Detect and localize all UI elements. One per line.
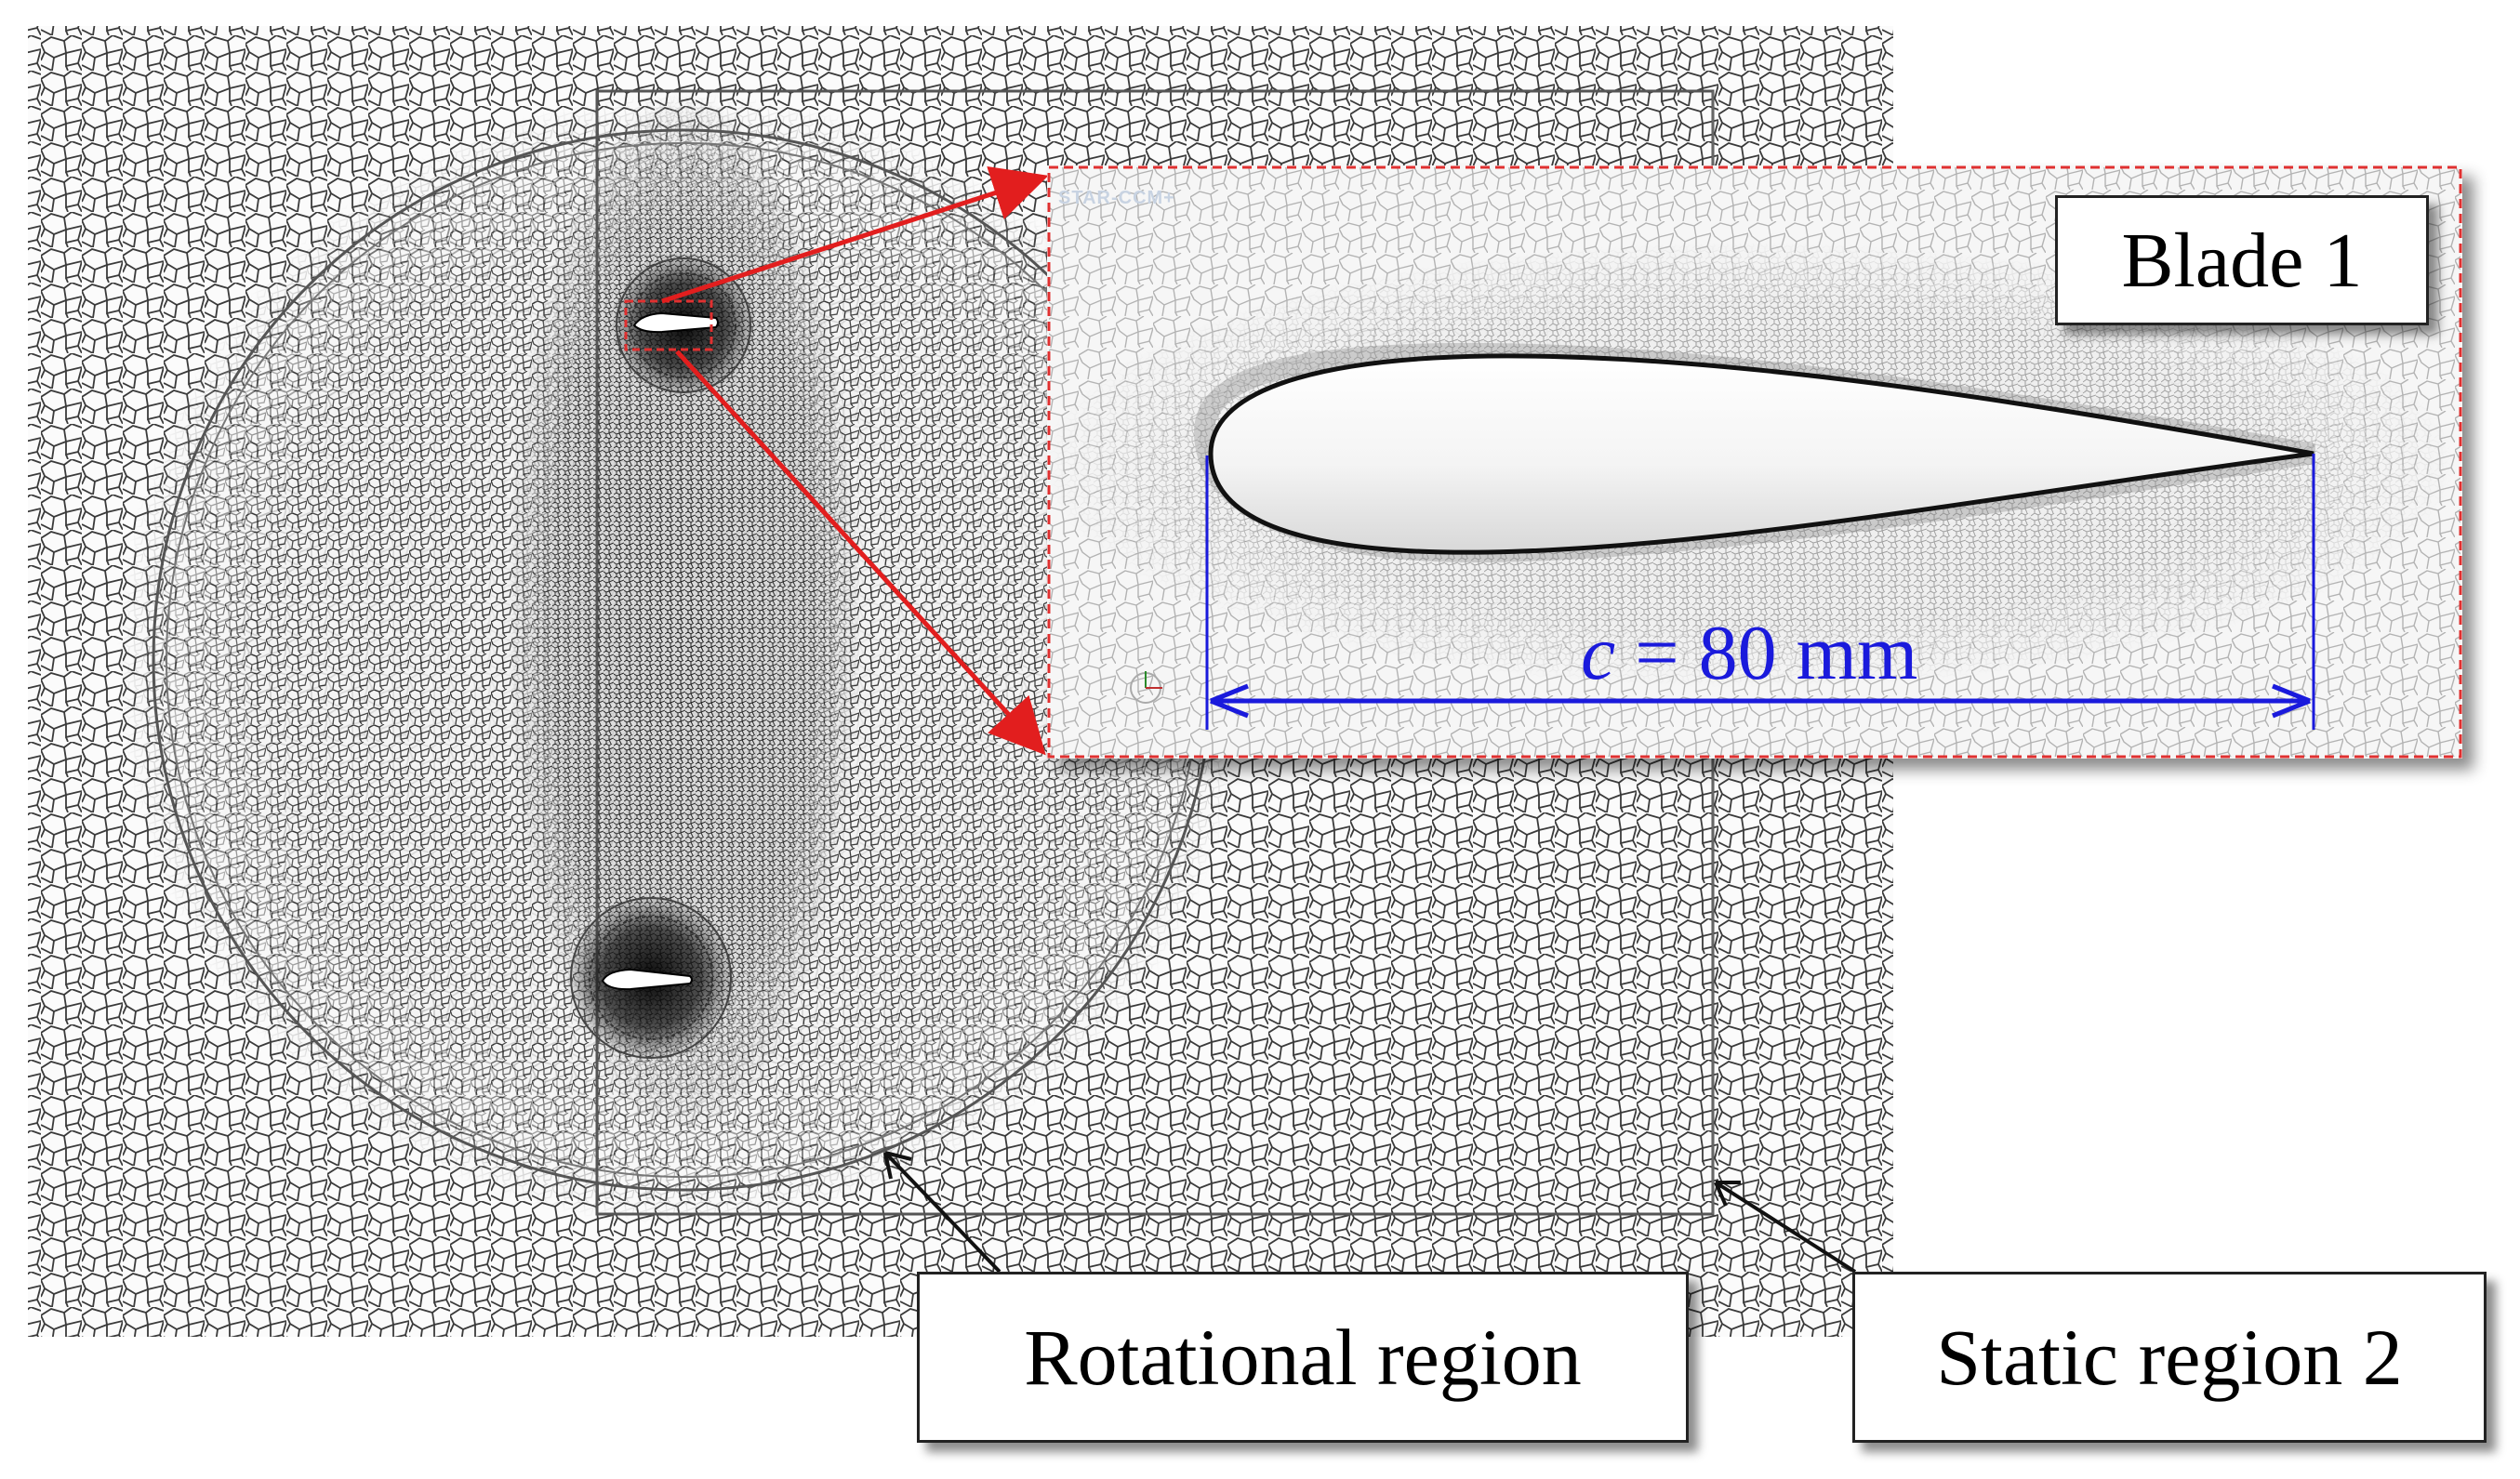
chord-symbol: c <box>1581 610 1616 696</box>
chord-dimension <box>1205 454 2315 730</box>
rotational-region-label: Rotational region <box>917 1272 1689 1443</box>
blade-1-label: Blade 1 <box>2055 195 2429 325</box>
static-region-2-label: Static region 2 <box>1852 1272 2487 1443</box>
dim-arrow-left <box>1210 683 1249 719</box>
zoom-arrows <box>661 165 1049 756</box>
blade-2-small <box>567 894 735 1062</box>
inset-mesh <box>1049 167 2460 757</box>
static-pointer <box>1714 1181 1857 1274</box>
chord-label: c = 80 mm <box>1581 608 1917 698</box>
rotational-pointer-head <box>883 1151 912 1180</box>
zoom-arrow-bottom <box>675 350 1046 756</box>
dim-arrow-right <box>2272 683 2311 719</box>
rotational-pointer <box>883 1151 1001 1274</box>
axis-triad-icon <box>1130 671 1162 704</box>
zoom-arrow-top <box>661 165 1049 304</box>
chord-value: = 80 mm <box>1615 610 1918 696</box>
inset-frame <box>1047 165 2462 759</box>
static-pointer-head <box>1714 1181 1741 1207</box>
software-watermark: STAR-CCM+ <box>1058 188 1175 208</box>
blade-1-small <box>611 253 756 398</box>
pointer-arrows <box>883 1151 1857 1274</box>
